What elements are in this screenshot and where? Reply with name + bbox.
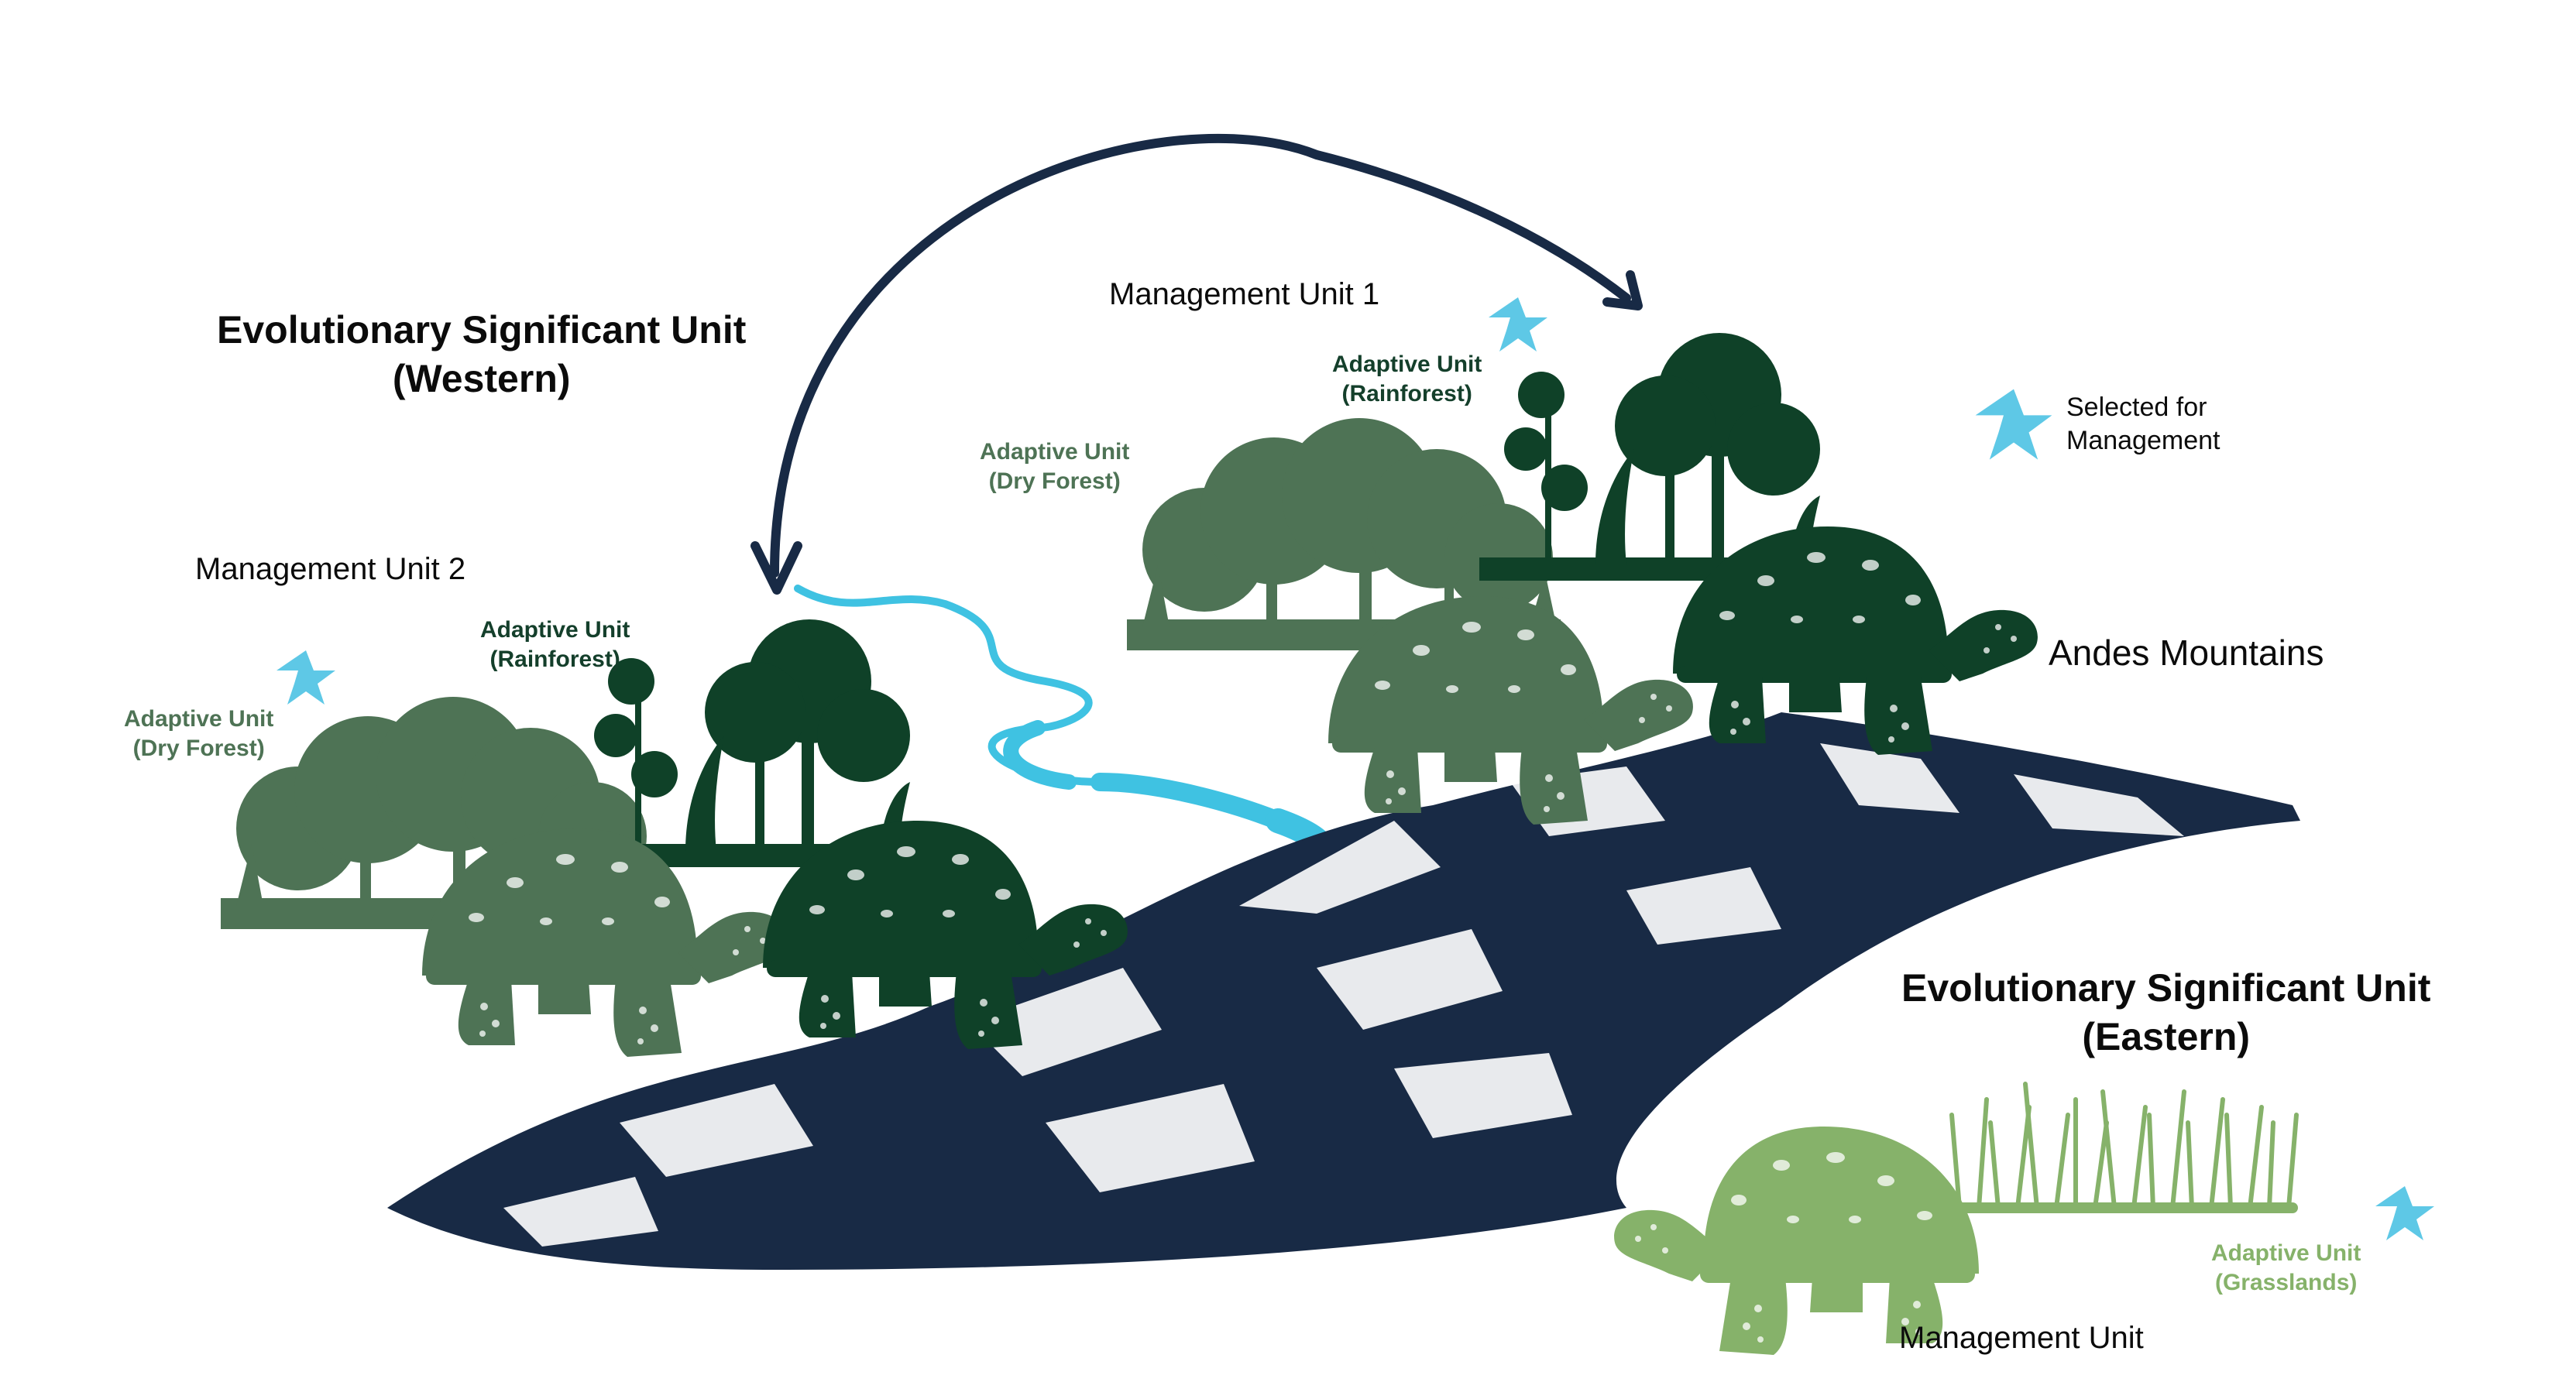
adaptive-unit-dry-forest-mu2-line2: (Dry Forest)	[132, 735, 265, 761]
star-icon-mu2	[276, 650, 335, 705]
esu-eastern-title: Evolutionary Significant Unit (Eastern)	[1901, 964, 2430, 1061]
adaptive-unit-rainforest-mu2-line2: (Rainforest)	[489, 646, 620, 672]
andes-mountains-label: Andes Mountains	[2049, 633, 2324, 673]
adaptive-unit-rainforest-mu1: Adaptive Unit (Rainforest)	[1332, 350, 1482, 408]
adaptive-unit-dry-forest-mu1-line2: (Dry Forest)	[988, 468, 1121, 494]
legend-selected-for-management: Selected for Management	[2066, 391, 2220, 457]
esu-eastern-title-line2: (Eastern)	[2082, 1014, 2251, 1058]
esu-western-title-line1: Evolutionary Significant Unit	[217, 308, 747, 352]
star-icon-mu1	[1489, 297, 1547, 352]
management-unit-2-label: Management Unit 2	[195, 552, 466, 586]
adaptive-unit-dry-forest-mu1: Adaptive Unit (Dry Forest)	[980, 437, 1129, 496]
grassland-habitat	[1946, 1082, 2299, 1213]
esu-western-title-line2: (Western)	[392, 356, 571, 400]
legend-line1: Selected for	[2066, 393, 2207, 422]
adaptive-unit-grasslands-line2: (Grasslands)	[2214, 1269, 2358, 1295]
esu-western-title: Evolutionary Significant Unit (Western)	[217, 306, 746, 403]
tortoise-rainforest-mu1	[1673, 526, 2038, 755]
adaptive-unit-rainforest-mu2: Adaptive Unit (Rainforest)	[480, 616, 630, 674]
adaptive-unit-rainforest-mu1-line2: (Rainforest)	[1341, 380, 1472, 406]
andes-mountains	[387, 712, 2300, 1270]
legend-line2: Management	[2066, 425, 2221, 455]
dispersal-arrow	[750, 133, 1643, 595]
management-unit-1-label: Management Unit 1	[1109, 277, 1380, 311]
esu-eastern-title-line1: Evolutionary Significant Unit	[1901, 966, 2431, 1010]
adaptive-unit-dry-forest-mu2: Adaptive Unit (Dry Forest)	[124, 705, 273, 763]
adaptive-unit-dry-forest-mu1-line1: Adaptive Unit	[980, 439, 1130, 465]
star-icon-eastern	[2375, 1186, 2434, 1240]
adaptive-unit-rainforest-mu2-line1: Adaptive Unit	[480, 617, 630, 643]
management-unit-eastern-label: Management Unit	[1899, 1321, 2144, 1355]
adaptive-unit-grasslands: Adaptive Unit (Grasslands)	[2211, 1239, 2361, 1297]
adaptive-unit-grasslands-line1: Adaptive Unit	[2211, 1240, 2361, 1266]
adaptive-unit-rainforest-mu1-line1: Adaptive Unit	[1332, 352, 1482, 377]
star-icon-legend	[1975, 389, 2052, 460]
adaptive-unit-dry-forest-mu2-line1: Adaptive Unit	[124, 706, 274, 732]
